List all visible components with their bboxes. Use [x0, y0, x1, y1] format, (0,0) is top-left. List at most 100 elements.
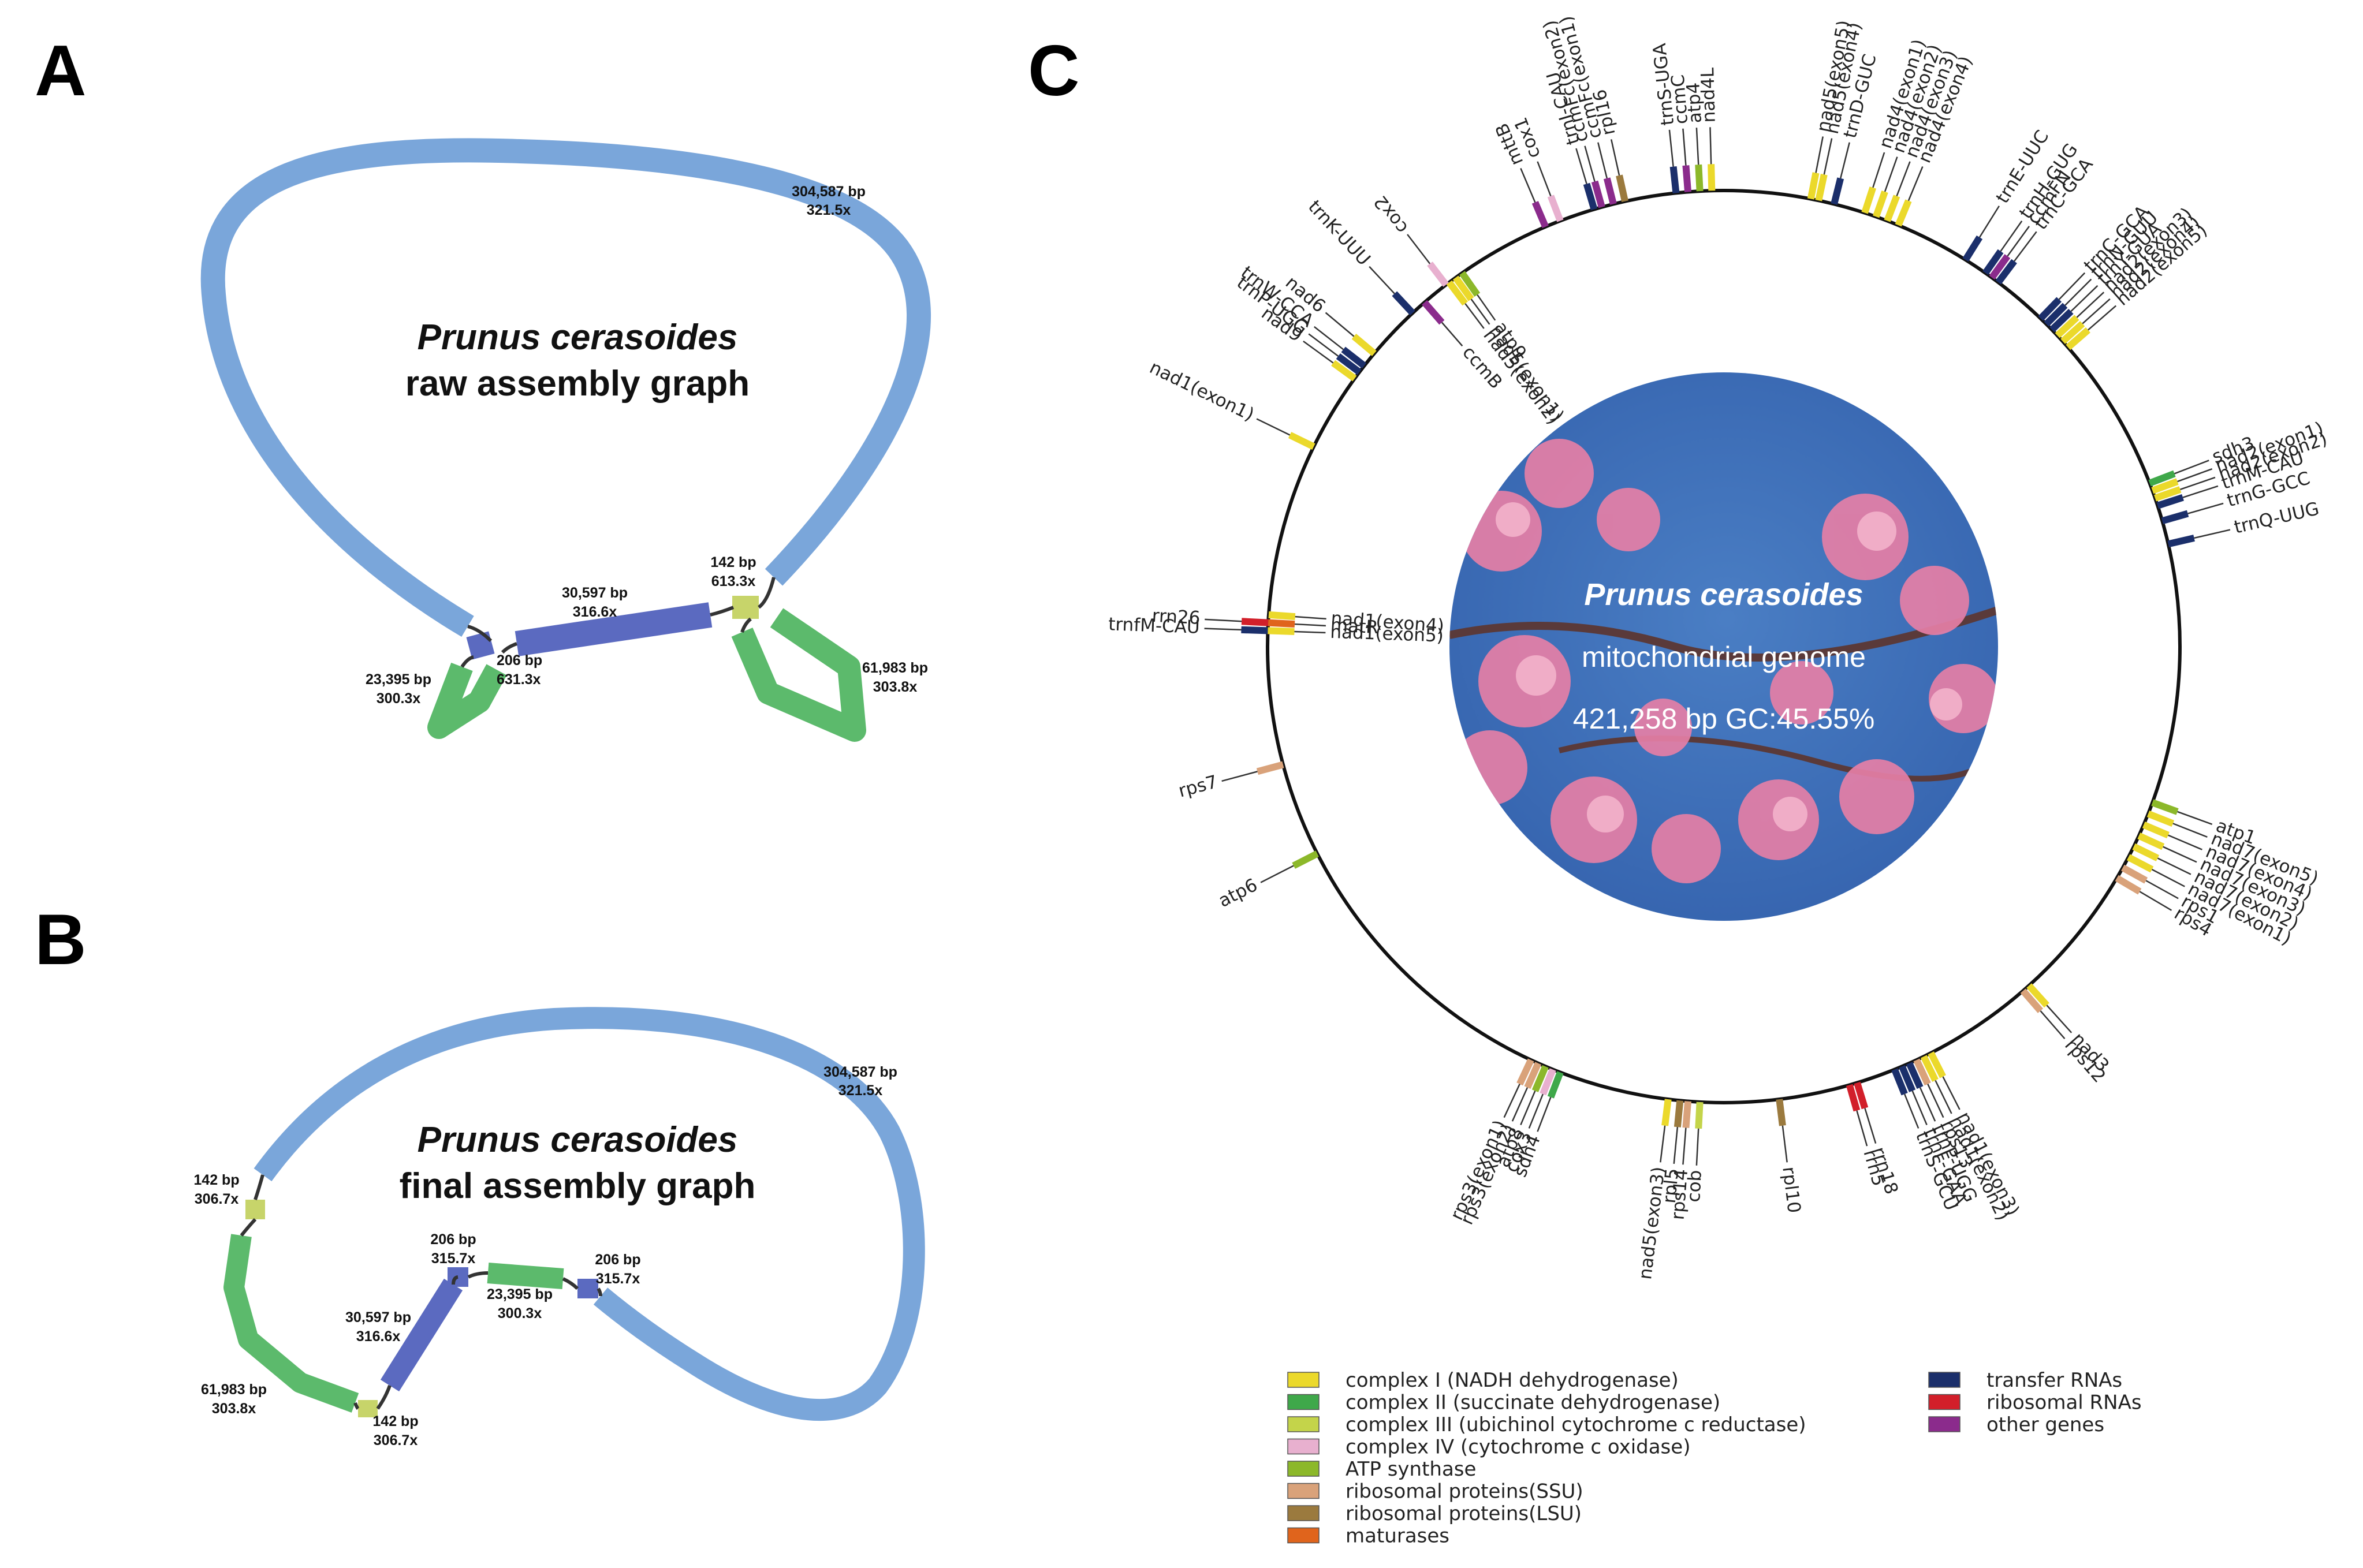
legend-swatch: [1928, 1372, 1961, 1388]
segment-30597: [515, 602, 713, 656]
segment-206: [466, 631, 495, 660]
segment-23395: [427, 662, 507, 739]
legend-label: complex I (NADH dehydrogenase): [1346, 1369, 1679, 1392]
legend-swatch: [1287, 1394, 1320, 1410]
final-graph-subtitle: final assembly graph: [400, 1166, 756, 1206]
gene-block-rps14: [1682, 1101, 1691, 1128]
gene-block-nad4(exon1): [1861, 186, 1877, 214]
gene-label: rps7: [1176, 771, 1220, 801]
gene-block-rpl16: [1616, 174, 1628, 203]
gene-leader: [1470, 298, 1490, 325]
legend-swatch: [1928, 1394, 1961, 1410]
gene-block-trnD-GUC: [1831, 177, 1844, 205]
label-f-142b-len: 142 bp: [372, 1413, 418, 1429]
gene-block-nad5(exon4): [1815, 174, 1828, 201]
legend-swatch: [1287, 1461, 1320, 1477]
gene-leader: [1660, 1125, 1666, 1163]
final-assembly-graph: Prunus cerasoides final assembly graph 3…: [193, 1007, 925, 1448]
gene-leader: [2007, 226, 2030, 257]
gene-block-cox2: [1427, 262, 1449, 287]
gene-block-nad4(exon2): [1873, 190, 1888, 218]
gene-block-rps7: [1256, 761, 1284, 775]
label-f-206a-len: 206 bp: [430, 1231, 476, 1248]
legend-label: complex II (succinate dehydrogenase): [1346, 1391, 1720, 1414]
gene-block-ccmFc(exon2): [1591, 180, 1605, 208]
gene-label: cox2: [1370, 192, 1412, 238]
label-30597-len: 30,597 bp: [562, 585, 628, 601]
gene-block-nad1(exon1): [1288, 432, 1315, 450]
label-f-206b-len: 206 bp: [595, 1252, 640, 1268]
gene-leader: [1528, 1093, 1544, 1129]
label-142-len: 142 bp: [710, 554, 756, 570]
legend-swatch: [1287, 1505, 1320, 1521]
gene-block-nad4(exon3): [1884, 195, 1900, 222]
gene-leader: [1872, 152, 1885, 188]
label-23395-len: 23,395 bp: [366, 671, 431, 688]
gene-block-cob: [1695, 1102, 1704, 1129]
gene-leader: [2040, 1010, 2066, 1040]
gene-block-atp9: [1459, 271, 1481, 297]
gene-block-atp1: [2151, 799, 2179, 815]
segment-61983: [731, 608, 866, 742]
connector-links-final: [240, 1174, 602, 1410]
raw-graph-subtitle: raw assembly graph: [405, 364, 750, 404]
label-206-cov: 631.3x: [497, 671, 541, 688]
label-f-206a-cov: 315.7x: [431, 1250, 476, 1267]
gene-label: rpl5: [1659, 1167, 1683, 1204]
gene-leader: [2168, 834, 2202, 850]
gene-block-trnF-GAA: [1899, 1065, 1916, 1092]
raw-assembly-graph: Prunus cerasoides raw assembly graph 304…: [200, 138, 931, 742]
gene-block-nad2(exon1): [2151, 478, 2179, 494]
legend-label: transfer RNAs: [1986, 1369, 2122, 1392]
gene-label: trnK-UUU: [1304, 196, 1374, 270]
gene-block-trnS-GCU: [1891, 1068, 1908, 1096]
gene-block-atp6: [1292, 850, 1319, 869]
legend-label: complex III (ubichinol cytochrome c redu…: [1346, 1413, 1806, 1436]
gene-leader: [1695, 1128, 1699, 1166]
gene-leader: [2180, 476, 2216, 491]
legend-label: ribosomal RNAs: [1986, 1391, 2142, 1414]
genome-stats: 421,258 bp GC:45.55%: [1573, 703, 1875, 735]
gene-leader: [1668, 129, 1674, 167]
gene-leader: [1919, 1087, 1936, 1122]
gene-block-nad2(exon5): [2066, 327, 2090, 350]
gene-leader: [1503, 1084, 1520, 1118]
gene-leader: [1325, 312, 1355, 337]
label-142-cov: 613.3x: [711, 573, 756, 589]
gene-leader: [1907, 166, 1924, 201]
gene-leader: [2187, 502, 2224, 514]
gene-block-cox3: [1540, 1068, 1556, 1096]
gene-label: nad4L: [1697, 67, 1720, 123]
gene-label: ccmC: [1668, 74, 1693, 125]
gene-block-nad1(exon3): [1928, 1051, 1946, 1078]
gene-leader: [1978, 206, 2000, 238]
gene-leader: [1709, 127, 1712, 165]
gene-leader: [2194, 529, 2231, 539]
gene-block-ccmFc(exon1): [1603, 177, 1617, 205]
gene-block-nad5(exon1): [1452, 275, 1474, 301]
gene-block-rpl10: [1776, 1099, 1786, 1126]
gene-block-rrn5: [1846, 1084, 1861, 1112]
gene-block-nad7(exon4): [2142, 822, 2170, 839]
gene-block-rpl5: [1674, 1100, 1684, 1128]
gene-leader: [1935, 1080, 1952, 1114]
gene-leader: [1673, 1127, 1679, 1164]
gene-label: atp6: [1215, 875, 1261, 912]
gene-block-rps12: [2020, 988, 2043, 1013]
genome-map: mttBcox1cox2rpl16ccmFc(exon1)ccmFc(exon2…: [1108, 14, 2330, 1280]
gene-block-trnH-GUG: [1982, 249, 2004, 275]
gene-label: rps14: [1667, 1168, 1692, 1221]
gene-block-rps13: [1913, 1058, 1931, 1086]
gene-leader: [1815, 136, 1824, 173]
gene-leader: [1294, 623, 1326, 627]
gene-leader: [1682, 128, 1687, 166]
connector-links: [460, 577, 776, 668]
gene-leader: [1911, 1091, 1928, 1125]
legend-label: ribosomal proteins(SSU): [1346, 1480, 1583, 1503]
gene-block-nad7(exon5): [2146, 810, 2175, 827]
gene-block-rrn26: [1241, 618, 1269, 626]
label-f-30597-cov: 316.6x: [356, 1328, 401, 1345]
gene-block-nad1(exon2): [1920, 1055, 1939, 1082]
gene-block-sdh4: [1547, 1071, 1564, 1099]
label-61983-cov: 303.8x: [873, 679, 918, 695]
